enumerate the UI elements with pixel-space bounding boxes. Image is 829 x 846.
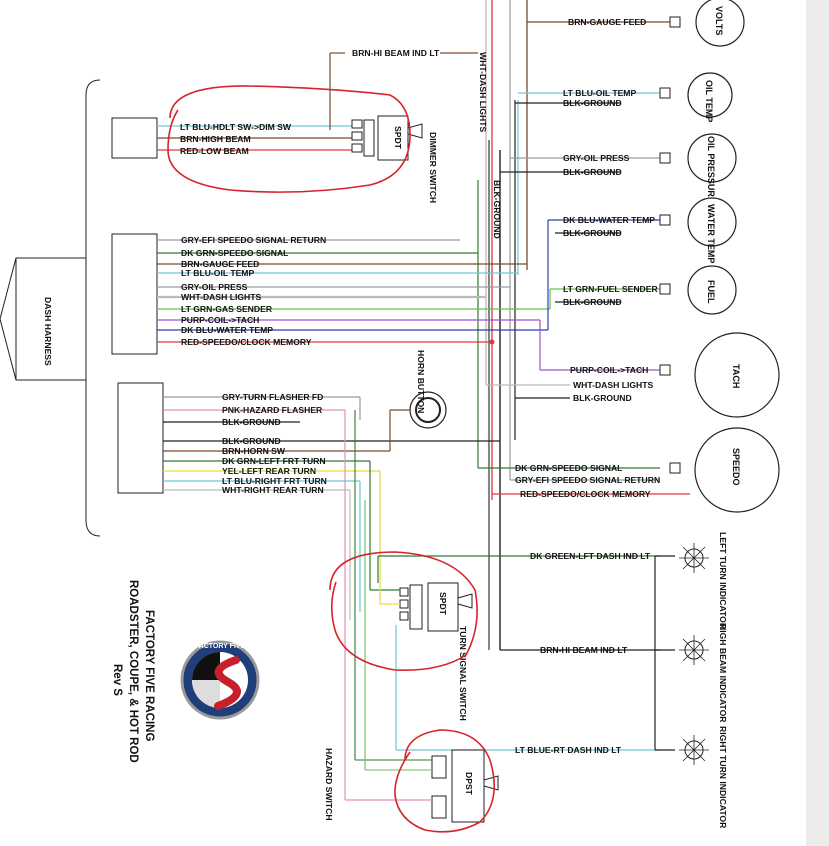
dimmer-switch-label: DIMMER SWITCH: [428, 132, 438, 203]
turn-signal-switch-label: TURN SIGNAL SWITCH: [458, 626, 468, 721]
gauge-fuel-wire-0: LT GRN-FUEL SENDER: [563, 284, 658, 294]
harness-low-label-8: WHT-RIGHT REAR TURN: [222, 485, 324, 495]
harness-low-label-7: LT BLU-RIGHT FRT TURN: [222, 476, 327, 486]
gauge-water-temp: WATER TEMP: [687, 197, 737, 263]
title-line-3: Rev S: [111, 664, 123, 696]
harness-mid-label-1: DK GRN-SPEEDO SIGNAL: [181, 248, 288, 258]
harness-mid-label-6: LT GRN-GAS SENDER: [181, 304, 273, 314]
gauge-tach-label: TACH: [731, 364, 741, 388]
gauge-volts-wire-0: BRN-GAUGE FEED: [568, 17, 646, 27]
gauge-speedo: SPEEDO: [694, 427, 780, 513]
harness-mid-label-7: PURP-COIL->TACH: [181, 315, 259, 325]
dimmer-switch-body: [377, 115, 409, 161]
gauge-tach-wire-0: PURP-COIL->TACH: [570, 365, 648, 375]
bus-label-wht-dash-lights: WHT-DASH LIGHTS: [478, 52, 488, 132]
gauge-fuel-label: FUEL: [706, 280, 716, 304]
dimmer-connector: [111, 117, 158, 159]
harness-mid-label-4: GRY-OIL PRESS: [181, 282, 248, 292]
gauge-oil-temp: OIL TEMP: [687, 72, 733, 122]
harness-low-label-0: GRY-TURN FLASHER FD: [222, 392, 323, 402]
harness-mid-label-8: DK BLU-WATER TEMP: [181, 325, 273, 335]
gauge-wires: [478, 21, 690, 495]
markup-circle-hazard: [394, 729, 496, 833]
harness-low-label-5: DK GRN-LEFT FRT TURN: [222, 456, 326, 466]
left-turn-bulb-icon: [679, 543, 709, 573]
indicator-left-label: LEFT TURN INDICATOR: [718, 532, 728, 630]
dash-harness-label: DASH HARNESS: [43, 297, 53, 366]
markup-circles: [167, 85, 496, 833]
harness-low-label-2: BLK-GROUND: [222, 417, 281, 427]
gauge-volts-label: VOLTS: [714, 6, 724, 35]
harness-mid-label-3: LT BLU-OIL TEMP: [181, 268, 254, 278]
harness-mid-label-9: RED-SPEEDO/CLOCK MEMORY: [181, 337, 312, 347]
gauge-oil-pressure: OIL PRESSURE: [687, 133, 737, 203]
right-turn-bulb-icon: [679, 735, 709, 765]
gauge-oiltemp-wire-1: BLK-GROUND: [563, 98, 622, 108]
gauge-tach: TACH: [694, 332, 780, 418]
gauge-speedo-label: SPEEDO: [731, 448, 741, 486]
indicator-high-wire: BRN-HI BEAM IND LT: [540, 645, 628, 655]
indicator-lights: [500, 543, 709, 765]
title-line-2: ROADSTER, COUPE, & HOT ROD: [127, 580, 139, 763]
indicator-high-label: HIGH BEAM INDICATOR: [718, 624, 728, 723]
gauge-tach-wire-2: BLK-GROUND: [573, 393, 632, 403]
turn-signal-part-label: SPDT: [438, 592, 448, 616]
gauge-oilpress-wire-0: GRY-OIL PRESS: [563, 153, 630, 163]
gauge-oil-temp-label: OIL TEMP: [704, 80, 714, 122]
harness-low-label-1: PNK-HAZARD FLASHER: [222, 405, 323, 415]
title-line-1: FACTORY FIVE RACING: [143, 610, 155, 741]
harness-mid-label-5: WHT-DASH LIGHTS: [181, 292, 261, 302]
gauge-speedo-wire-1: GRY-EFI SPEEDO SIGNAL RETURN: [515, 475, 660, 485]
horn-button-icon: [389, 391, 447, 451]
gauge-volts: VOLTS: [695, 0, 745, 47]
hazard-part-label: DPST: [464, 772, 474, 796]
dimmer-hi-beam-ind-label: BRN-HI BEAM IND LT: [352, 48, 440, 58]
high-beam-bulb-icon: [679, 635, 709, 665]
page-edge-shadow: [806, 0, 829, 846]
dash-connector-mid: [111, 233, 550, 355]
harness-low-label-4: BRN-HORN SW: [222, 446, 286, 456]
dash-connector-low: [117, 382, 500, 494]
turn-signal-switch: [349, 397, 660, 751]
harness-mid-label-2: BRN-GAUGE FEED: [181, 259, 259, 269]
dimmer-wire-2-label: BRN-HIGH BEAM: [180, 134, 251, 144]
logo-text: FACTORY FIVE: [195, 643, 246, 650]
horn-button-label: HORN BUTTON: [416, 350, 426, 413]
gauge-water-temp-label: WATER TEMP: [706, 204, 716, 263]
gauge-water-wire-0: DK BLU-WATER TEMP: [563, 215, 655, 225]
gauge-oiltemp-wire-0: LT BLU-OIL TEMP: [563, 88, 636, 98]
gauge-fuel: FUEL: [687, 265, 737, 315]
hazard-switch-label: HAZARD SWITCH: [324, 748, 334, 821]
indicator-right-wire: LT BLUE-RT DASH IND LT: [515, 745, 622, 755]
indicator-left-wire: DK GREEN-LFT DASH IND LT: [530, 551, 651, 561]
markup-circle-dimmer: [167, 85, 411, 193]
harness-low-label-6: YEL-LEFT REAR TURN: [222, 466, 316, 476]
title-block: FACTORY FIVE RACING ROADSTER, COUPE, & H…: [111, 580, 155, 763]
dash-harness-arrow: [15, 257, 86, 381]
dimmer-wire-3-label: RED-LOW BEAM: [180, 146, 249, 156]
dimmer-part-label: SPDT: [393, 126, 403, 150]
markup-circle-turn-signal: [329, 551, 478, 672]
gauge-speedo-wire-2: RED-SPEEDO/CLOCK MEMORY: [520, 489, 651, 499]
gauge-water-wire-1: BLK-GROUND: [563, 228, 622, 238]
harness-low-label-3: BLK-GROUND: [222, 436, 281, 446]
factory-five-logo-icon: FACTORY FIVE: [180, 640, 260, 720]
dimmer-wire-1-label: LT BLU-HDLT SW->DIM SW: [180, 122, 292, 132]
dimmer-switch-group: BRN-HI BEAM IND LT LT BLU-HDLT SW->DIM S…: [111, 48, 478, 203]
gauge-connectors: [659, 16, 681, 474]
gauge-speedo-wire-0: DK GRN-SPEEDO SIGNAL: [515, 463, 622, 473]
hazard-switch: [344, 410, 499, 823]
gauge-oil-pressure-label: OIL PRESSURE: [706, 136, 716, 203]
bus-label-blk-ground: BLK-GROUND: [492, 180, 502, 239]
vertical-bus: [477, 0, 528, 650]
gauge-fuel-wire-1: BLK-GROUND: [563, 297, 622, 307]
indicator-right-label: RIGHT TURN INDICATOR: [718, 726, 728, 829]
gauge-oilpress-wire-1: BLK-GROUND: [563, 167, 622, 177]
harness-mid-label-0: GRY-EFI SPEEDO SIGNAL RETURN: [181, 235, 326, 245]
gauge-tach-wire-1: WHT-DASH LIGHTS: [573, 380, 653, 390]
dash-harness-bracket: [0, 79, 101, 537]
